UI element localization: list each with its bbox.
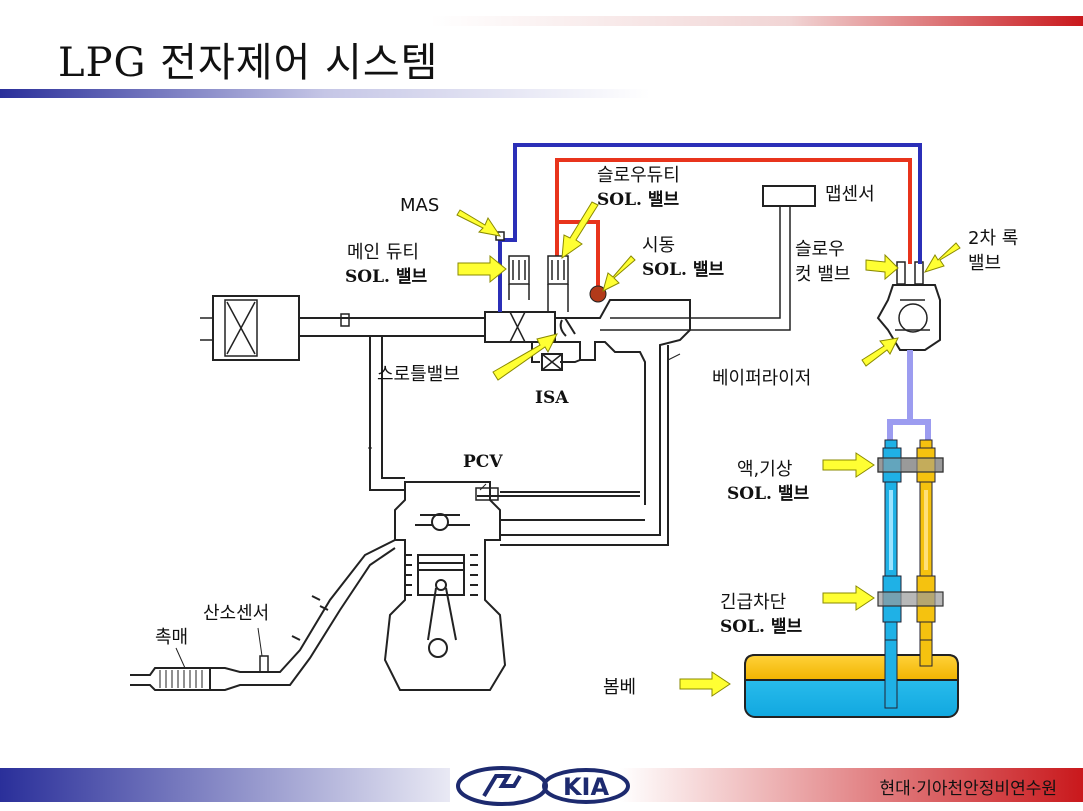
label-vaporizer: 베이퍼라이저 [712, 368, 812, 389]
catalyst [130, 667, 211, 691]
label-pcv: PCV [463, 452, 503, 472]
arrow-lock2 [923, 242, 961, 273]
red-control-line [555, 158, 912, 264]
page-title: LPG 전자제어 시스템 [58, 40, 439, 86]
arrow-mas [456, 209, 502, 237]
arrow-main-duty [457, 254, 507, 284]
arrow-slow-cut [865, 253, 899, 281]
label-map-sensor: 맵센서 [825, 184, 875, 205]
label-main-duty: 메인 듀티 SOL. 밸브 [345, 242, 428, 287]
label-slow-cut: 슬로우 컷 밸브 [795, 239, 851, 285]
footer-organization: 현대·기아천안정비연수원 [879, 779, 1057, 799]
isa-valve [541, 353, 563, 371]
label-catalyst: 촉매 [155, 627, 189, 648]
label-mas: MAS [400, 195, 440, 216]
slow-duty-solenoid [547, 255, 569, 312]
kia-logo-icon: KIA [542, 768, 630, 804]
label-o2-sensor: 산소센서 [203, 603, 270, 624]
engine-schematic [130, 185, 941, 691]
exhaust-pipe [210, 539, 396, 691]
pcv-valve [475, 487, 499, 501]
header-band-top [430, 16, 1083, 26]
start-solenoid [589, 285, 607, 303]
main-duty-solenoid [508, 255, 530, 300]
vapor-feed-line [887, 350, 931, 440]
arrow-throttle [492, 333, 558, 381]
header-band-bottom [0, 89, 650, 98]
arrow-emergency [822, 585, 875, 611]
pointer-arrows [456, 201, 961, 697]
footer-band-left [0, 768, 450, 802]
intake-pipe [299, 317, 485, 337]
label-liq-gas: 액,기상 SOL. 밸브 [727, 459, 810, 504]
map-sensor [762, 185, 816, 207]
blue-control-line [498, 143, 922, 312]
kia-logo-text: KIA [563, 773, 610, 801]
o2-sensor [259, 655, 269, 673]
label-emergency: 긴급차단 SOL. 밸브 [720, 592, 803, 637]
emergency-solenoid [877, 591, 944, 607]
label-slow-duty: 슬로우듀티 SOL. 밸브 [597, 165, 680, 210]
arrow-vaporizer [861, 337, 899, 367]
label-start: 시동 SOL. 밸브 [642, 235, 725, 280]
arrow-slow-duty [561, 201, 599, 260]
mixer [484, 311, 556, 343]
label-tank: 봄베 [603, 677, 637, 698]
arrow-liq-gas [822, 452, 875, 478]
label-lock2: 2차 록 밸브 [968, 228, 1019, 274]
footer-band-right [620, 768, 1083, 802]
air-cleaner [212, 295, 300, 361]
label-throttle: 스로틀밸브 [377, 364, 460, 385]
piston [417, 554, 465, 596]
arrow-start [602, 255, 636, 292]
label-isa: ISA [535, 388, 569, 408]
arrow-tank [679, 671, 731, 697]
